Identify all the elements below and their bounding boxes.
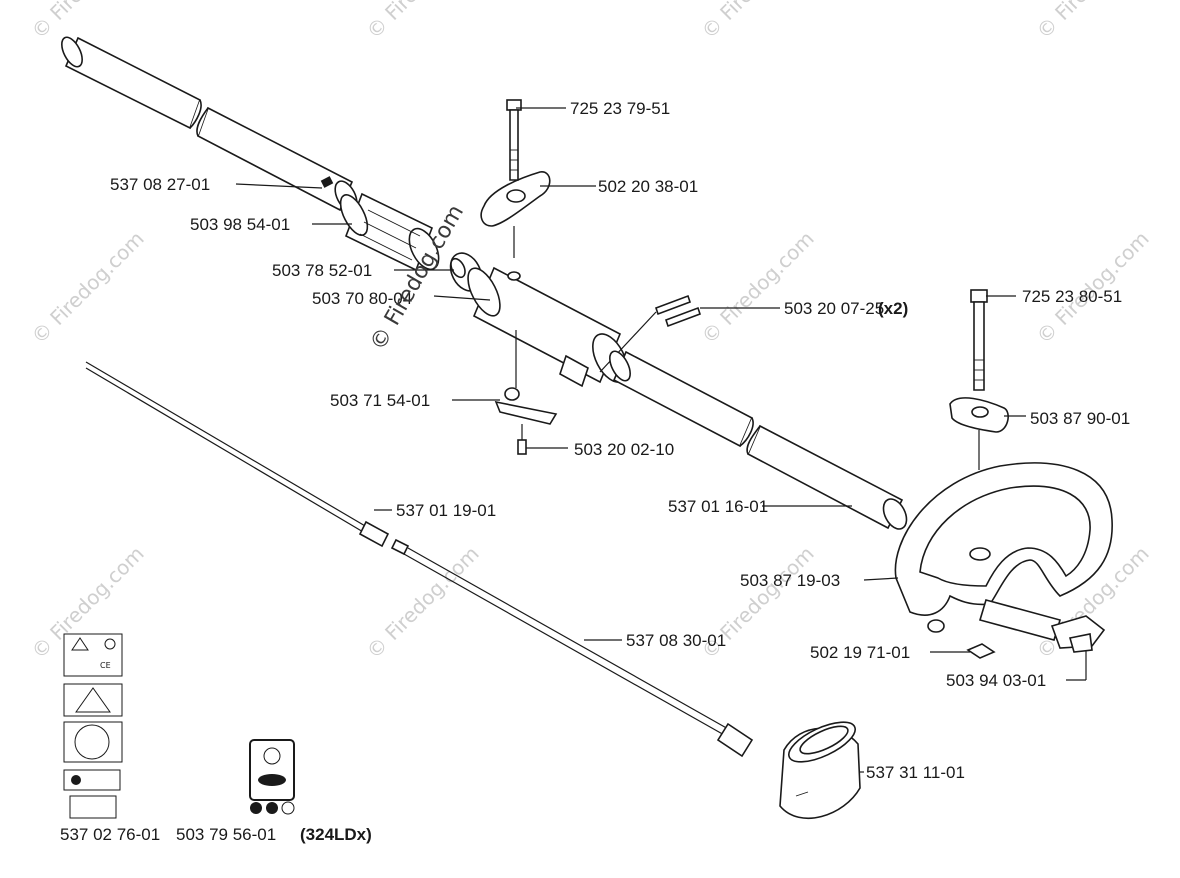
guard-cup [779, 721, 861, 820]
watermark: © Firedog.com [697, 226, 819, 348]
shaft-sleeve [339, 192, 440, 272]
clamp-plate [494, 330, 558, 455]
part-number-label: 503 98 54-01 [190, 215, 290, 234]
wing-knob-lower [949, 397, 1009, 470]
svg-text:CE: CE [100, 661, 111, 670]
trimmer-head-decal-icon [249, 739, 295, 815]
part-model-note: (324LDx) [300, 825, 372, 844]
callout-labels: 725 23 79-51 502 20 38-01 537 08 27-01 5… [60, 99, 1130, 844]
screws-pair [599, 294, 702, 373]
part-number-label: 502 19 71-01 [810, 643, 910, 662]
part-number-label: 503 87 19-03 [740, 571, 840, 590]
part-number-label: 537 08 30-01 [626, 631, 726, 650]
loop-handle [894, 462, 1113, 641]
part-number-label: 725 23 80-51 [1022, 287, 1122, 306]
part-number-label: 503 71 54-01 [330, 391, 430, 410]
flex-shaft [390, 538, 754, 758]
lower-shaft-tube [609, 350, 908, 530]
watermark: © Firedog.com [362, 541, 484, 663]
watermark: © Firedog.com [697, 0, 819, 44]
watermark: © Firedog.com [1032, 0, 1154, 44]
part-number-label: 503 87 90-01 [1030, 409, 1130, 428]
part-number-label: 537 01 16-01 [668, 497, 768, 516]
part-number-label: 537 02 76-01 [60, 825, 160, 844]
part-number-label: 537 31 11-01 [866, 763, 965, 782]
part-quantity-note: (x2) [878, 299, 908, 318]
part-number-label: 537 08 27-01 [110, 175, 210, 194]
spacer-block [1050, 615, 1106, 653]
decal-sheet-icon: CE [63, 633, 123, 819]
wing-knob-upper [480, 171, 551, 258]
leader-lines [235, 107, 1087, 773]
drive-shaft [85, 361, 390, 548]
part-number-label: 725 23 79-51 [570, 99, 670, 118]
watermark: © Firedog.com [362, 0, 484, 44]
part-number-label: 537 01 19-01 [396, 501, 496, 520]
part-number-label: 503 94 03-01 [946, 671, 1046, 690]
part-number-label: 503 79 56-01 [176, 825, 276, 844]
part-number-label: 503 20 07-25 [784, 299, 884, 318]
bolt-lower [970, 289, 988, 391]
part-number-label: 503 70 80-04 [312, 289, 412, 308]
watermark: © Firedog.com [27, 226, 149, 348]
bolt-upper [506, 99, 522, 181]
part-number-label: 503 78 52-01 [272, 261, 372, 280]
part-number-label: 502 20 38-01 [598, 177, 698, 196]
watermark: © Firedog.com [27, 0, 149, 44]
handle-clamp [467, 266, 628, 388]
part-number-label: 503 20 02-10 [574, 440, 674, 459]
square-nut [966, 643, 996, 659]
